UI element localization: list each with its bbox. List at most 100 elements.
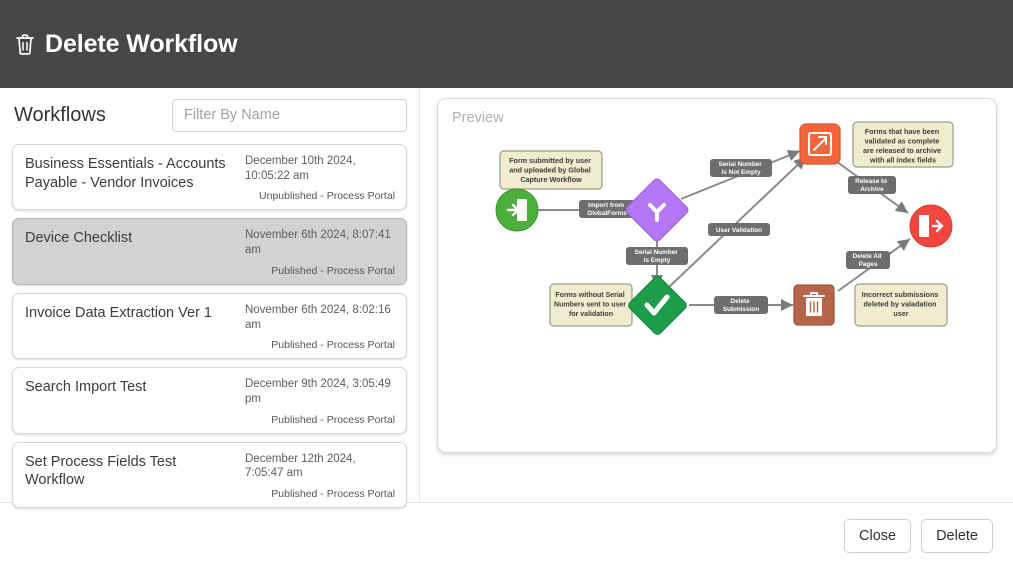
workflow-status: Published - Process Portal <box>271 413 395 426</box>
edge-label-delete-pages: Delete All Pages <box>846 251 890 269</box>
note-line: deleted by valadation <box>863 300 936 309</box>
workflow-name: Set Process Fields Test Workflow <box>25 453 177 489</box>
workflow-diagram[interactable]: Form submitted by user and uploaded by G… <box>438 99 996 452</box>
list-item[interactable]: Invoice Data Extraction Ver 1 November 6… <box>12 292 407 360</box>
preview-pane: Preview <box>420 88 1013 502</box>
svg-text:Serial Number Is: Serial Number Is Not Empty <box>718 161 763 176</box>
page-title: Delete Workflow <box>45 29 238 58</box>
fork-icon <box>648 203 666 222</box>
edge-label-line: GlobalForms <box>587 210 627 217</box>
dialog-body: Workflows Business Essentials - Accounts… <box>0 88 1013 509</box>
edge-label-line: Serial Number <box>718 161 762 168</box>
trash-icon <box>14 32 36 56</box>
edge-label-line: Is Empty <box>644 257 671 264</box>
note-delete: Incorrect submissions deleted by valadat… <box>854 283 948 327</box>
svg-text:Form submitted by user: Form submitted by user and uploaded by G… <box>509 156 593 184</box>
svg-text:Serial Number Is: Serial Number Is Empty <box>634 249 679 264</box>
workflow-preview-panel: Preview <box>437 98 997 453</box>
list-header: Workflows <box>12 88 407 142</box>
note-line: Forms that have been <box>865 127 939 136</box>
edge-label-line: Submission <box>723 306 759 313</box>
list-item[interactable]: Device Checklist November 6th 2024, 8:07… <box>12 218 407 285</box>
workflow-date: December 10th 2024, 10:05:22 am <box>245 155 356 182</box>
edge-label-line: Import from <box>588 202 624 209</box>
list-item[interactable]: Business Essentials - Accounts Payable -… <box>12 144 407 211</box>
list-item[interactable]: Search Import Test December 9th 2024, 3:… <box>12 367 407 434</box>
node-exit[interactable] <box>909 204 953 248</box>
node-trash[interactable] <box>793 284 835 326</box>
edge-label-import: Import from GlobalForms <box>579 200 635 218</box>
workflow-status: Published - Process Portal <box>271 339 395 352</box>
edge-label-line: Release to <box>855 178 887 185</box>
note-line: Form submitted by user <box>509 156 591 165</box>
workflow-list: Business Essentials - Accounts Payable -… <box>12 144 407 509</box>
note-line: Forms without Serial <box>555 292 624 299</box>
workflow-name: Invoice Data Extraction Ver 1 <box>25 304 212 321</box>
workflow-date: December 12th 2024, 7:05:47 am <box>245 452 356 480</box>
note-line: validated as complete <box>865 137 940 146</box>
preview-label: Preview <box>452 110 504 126</box>
note-validation: Forms without Serial Numbers sent to use… <box>549 283 633 327</box>
edge-label-serial-empty: Serial Number Is Empty <box>626 247 688 265</box>
note-line: Numbers sent to user <box>554 302 626 309</box>
dialog-header: Delete Workflow <box>0 0 1013 88</box>
note-line: Capture Workflow <box>520 175 582 184</box>
workflow-meta: November 6th 2024, 8:02:16 am Published … <box>245 303 395 351</box>
workflow-date: December 9th 2024, 3:05:49 pm <box>245 378 391 406</box>
edge-label-line: Archive <box>860 186 884 193</box>
workflow-meta: November 6th 2024, 8:07:41 am Published … <box>245 228 395 276</box>
list-title: Workflows <box>14 103 106 126</box>
list-item[interactable]: Set Process Fields Test Workflow Decembe… <box>12 441 407 509</box>
svg-text:Incorrect submissions: Incorrect submissions deleted by valadat… <box>862 290 941 318</box>
edge-label-delete-submission: Delete Submission <box>714 296 768 314</box>
edge-label-line: Serial Number <box>634 249 678 256</box>
workflow-list-pane: Workflows Business Essentials - Accounts… <box>0 88 420 509</box>
export-arrow-icon <box>808 132 832 156</box>
edge-label-line: Pages <box>859 261 878 268</box>
note-archive: Forms that have been validated as comple… <box>852 121 954 168</box>
workflow-status: Published - Process Portal <box>271 264 395 277</box>
svg-text:Forms that have been: Forms that have been validated as comple… <box>863 127 943 165</box>
edge-label-line: Is Not Empty <box>721 169 761 176</box>
delete-button[interactable]: Delete <box>921 518 993 553</box>
exit-door-icon <box>919 215 944 237</box>
node-approve[interactable] <box>627 275 688 336</box>
note-line: Incorrect submissions <box>862 290 939 299</box>
edge-label-line: Delete All <box>853 253 882 260</box>
note-line: with all index fields <box>869 156 936 165</box>
workflow-date: November 6th 2024, 8:07:41 am <box>245 229 391 257</box>
svg-text:Import from Glob: Import from GlobalForms <box>587 202 627 217</box>
close-button[interactable]: Close <box>844 518 912 553</box>
trash-icon <box>803 292 825 316</box>
filter-input[interactable] <box>172 98 407 132</box>
workflow-date: November 6th 2024, 8:02:16 am <box>245 303 391 331</box>
node-start[interactable] <box>495 188 539 232</box>
edge-label-user-validation: User Validation <box>708 223 770 236</box>
edge-line-user-validation <box>668 156 807 288</box>
note-import: Form submitted by user and uploaded by G… <box>499 150 603 190</box>
edge-label-line: Delete <box>731 298 751 305</box>
workflow-status: Published - Process Portal <box>271 488 395 501</box>
dialog-footer: Close Delete <box>0 503 1013 568</box>
svg-text:Delete Submissio: Delete Submission <box>723 298 759 313</box>
svg-text:Forms without Serial: Forms without Serial Numbers sent to use… <box>554 292 628 318</box>
node-export[interactable] <box>799 123 841 165</box>
note-line: for validation <box>569 311 613 318</box>
check-icon <box>644 294 670 316</box>
workflow-status: Unpublished - Process Portal <box>259 190 395 203</box>
note-line: and uploaded by Global <box>509 166 590 175</box>
workflow-name: Search Import Test <box>25 379 147 396</box>
note-line: user <box>893 309 908 318</box>
workflow-name: Device Checklist <box>25 230 133 247</box>
workflow-meta: December 10th 2024, 10:05:22 am Unpublis… <box>245 154 395 202</box>
svg-text:Release to Archi: Release to Archive <box>855 178 889 193</box>
workflow-meta: December 12th 2024, 7:05:47 am Published… <box>245 452 395 500</box>
node-split[interactable] <box>624 177 689 242</box>
edge-label-release: Release to Archive <box>848 176 896 194</box>
note-line: are released to archive <box>863 146 941 155</box>
workflow-meta: December 9th 2024, 3:05:49 pm Published … <box>245 377 395 425</box>
svg-text:Delete All Pages: Delete All Pages <box>853 253 884 268</box>
edge-label-serial-not-empty: Serial Number Is Not Empty <box>710 159 772 177</box>
enter-door-icon <box>506 199 527 221</box>
edge-label-line: User Validation <box>716 227 762 234</box>
